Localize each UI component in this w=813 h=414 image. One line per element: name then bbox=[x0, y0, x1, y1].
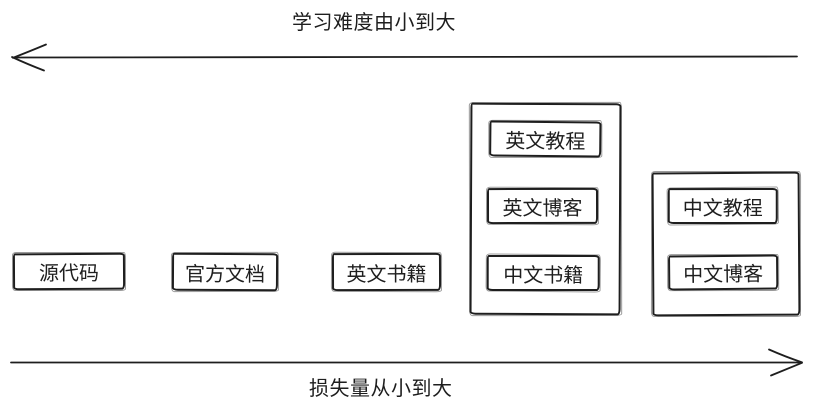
group-box-chinese-resources: 中文教程 中文博客 bbox=[651, 171, 801, 317]
box-chinese-blogs-label: 中文博客 bbox=[683, 263, 764, 287]
box-source-code-label: 源代码 bbox=[38, 262, 100, 286]
box-chinese-tutorials-label: 中文教程 bbox=[682, 197, 763, 220]
group-box-english-resources: 英文教程 英文博客 中文书籍 bbox=[469, 102, 622, 316]
box-official-docs-label: 官方文档 bbox=[184, 263, 266, 286]
box-chinese-blogs: 中文博客 bbox=[668, 254, 779, 291]
bottom-axis-label: 损失量从小到大 bbox=[309, 378, 453, 400]
top-axis-label: 学习难度由小到大 bbox=[292, 12, 456, 34]
box-chinese-tutorials: 中文教程 bbox=[667, 187, 778, 225]
box-source-code: 源代码 bbox=[12, 252, 126, 291]
box-chinese-books: 中文书籍 bbox=[486, 254, 600, 292]
box-chinese-books-label: 中文书籍 bbox=[503, 264, 584, 287]
box-english-blogs-label: 英文博客 bbox=[502, 197, 583, 220]
box-english-tutorials: 英文教程 bbox=[489, 120, 602, 158]
box-english-tutorials-label: 英文教程 bbox=[505, 130, 586, 153]
box-english-books: 英文书籍 bbox=[331, 252, 442, 292]
box-official-docs: 官方文档 bbox=[171, 252, 279, 292]
left-arrow-icon bbox=[11, 43, 798, 72]
right-arrow-icon bbox=[10, 348, 803, 377]
box-english-books-label: 英文书籍 bbox=[346, 263, 427, 286]
box-english-blogs: 英文博客 bbox=[486, 187, 599, 225]
